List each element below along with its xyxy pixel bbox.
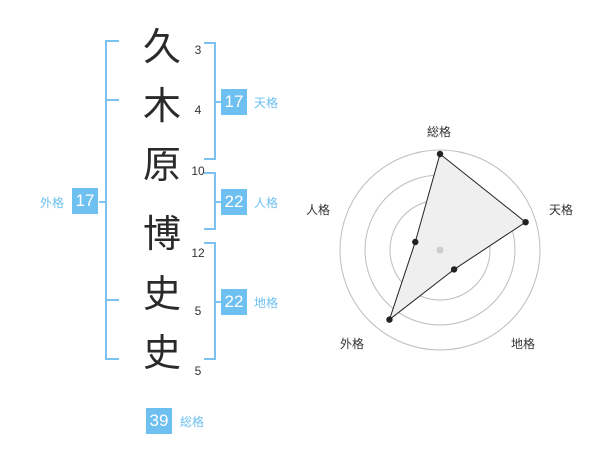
radar-label-jinkaku: 人格 (306, 203, 331, 217)
stroke-count-3: 10 (191, 164, 205, 178)
radar-label-tenkaku: 天格 (549, 203, 574, 217)
radar-label-gaikaku: 外格 (340, 337, 365, 351)
gaikaku-label: 外格 (40, 196, 65, 210)
jinkaku-value: 22 (221, 189, 247, 215)
chikaku-label: 地格 (254, 296, 279, 310)
name-char-4: 博 (142, 212, 181, 256)
name-char-1: 久 (142, 25, 181, 69)
jinkaku-label: 人格 (254, 196, 279, 210)
chikaku-value: 22 (221, 289, 247, 315)
name-char-3: 原 (142, 143, 181, 187)
tenkaku-value: 17 (221, 89, 247, 115)
tenkaku-label: 天格 (254, 96, 279, 110)
soukaku-label: 総格 (180, 415, 205, 429)
radar-grid-ring (339, 149, 541, 351)
stroke-count-5: 5 (194, 304, 202, 318)
stroke-count-4: 12 (191, 246, 205, 260)
soukaku-value: 39 (146, 408, 172, 434)
radar-point (412, 238, 419, 246)
stroke-count-2: 4 (194, 103, 202, 117)
name-char-2: 木 (142, 84, 181, 128)
radar-polygon (388, 153, 527, 321)
radar-label-soukaku: 総格 (427, 125, 452, 139)
radar-point (436, 150, 444, 158)
stroke-count-6: 5 (194, 364, 202, 378)
stroke-count-1: 3 (194, 43, 202, 57)
radar-label-chikaku: 地格 (511, 337, 536, 351)
radar-center-dot (436, 246, 444, 254)
gaikaku-value: 17 (72, 188, 98, 214)
radar-point (522, 218, 529, 226)
radar-point (386, 316, 393, 323)
name-char-6: 史 (142, 331, 181, 375)
radar-point (450, 266, 458, 273)
name-char-5: 史 (142, 272, 181, 316)
